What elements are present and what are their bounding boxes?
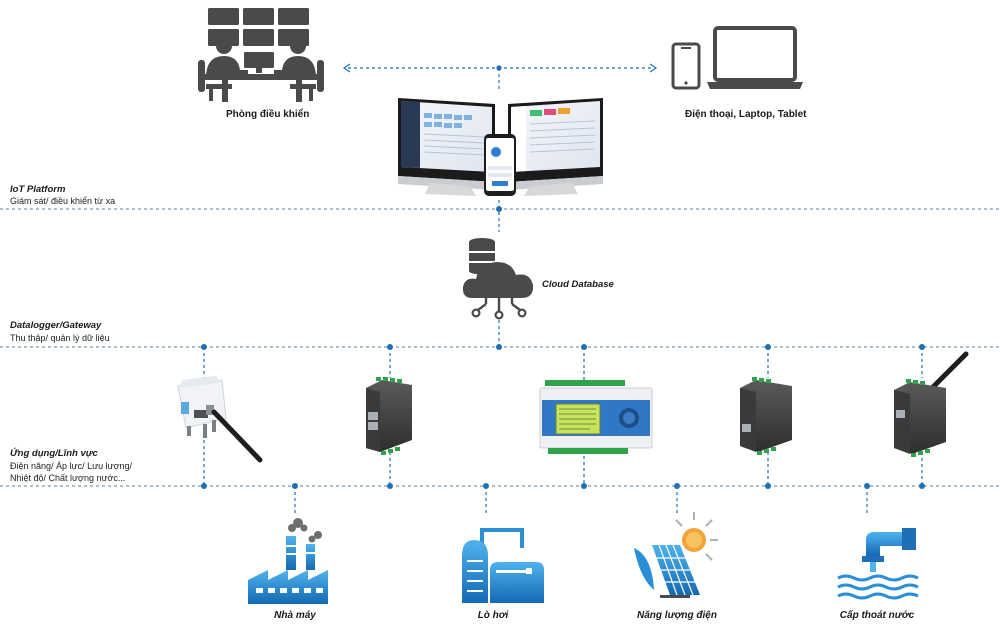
gateway-layer-subtitle: Thu thập/ quản lý dữ liệu	[10, 333, 110, 343]
wireless-sensor-device	[177, 376, 263, 463]
din-rail-gateway-device	[366, 377, 412, 455]
application-label-energy: Năng lượng điện	[637, 610, 717, 621]
control-room-icon	[198, 8, 324, 102]
application-label-boiler: Lò hơi	[477, 610, 509, 621]
factory-icon	[248, 518, 328, 604]
monitors-illustration	[398, 98, 603, 196]
cloud-database-label: Cloud Database	[542, 279, 614, 290]
control-room-label: Phòng điều khiển	[226, 109, 310, 120]
cloud-database-icon	[462, 238, 534, 320]
devices-label: Điện thoại, Laptop, Tablet	[685, 109, 807, 120]
vertical-connectors	[203, 68, 923, 515]
water-pipe-icon	[837, 528, 919, 600]
application-layer-subtitle-1: Điện năng/ Áp lực/ Lưu lượng/	[10, 461, 133, 471]
platform-layer-subtitle: Giám sát/ điều khiển từ xa	[10, 196, 116, 206]
platform-layer-title: IoT Platform	[10, 184, 66, 195]
wireless-gateway-device	[894, 351, 969, 457]
boiler-icon	[462, 528, 544, 603]
gateway-layer-title: Datalogger/Gateway	[10, 320, 102, 331]
application-label-factory: Nhà máy	[274, 610, 316, 621]
application-layer-subtitle-2: Nhiệt độ/ Chất lượng nước...	[10, 473, 126, 483]
phone-laptop-icon	[671, 26, 803, 90]
application-layer-title: Ứng dụng/Lĩnh vực	[10, 448, 98, 459]
application-label-water: Cấp thoát nước	[839, 610, 915, 621]
solar-panel-icon	[634, 512, 718, 598]
din-rail-module-device	[740, 377, 792, 455]
lcd-controller-device	[539, 380, 653, 454]
connection-dots	[201, 65, 925, 489]
